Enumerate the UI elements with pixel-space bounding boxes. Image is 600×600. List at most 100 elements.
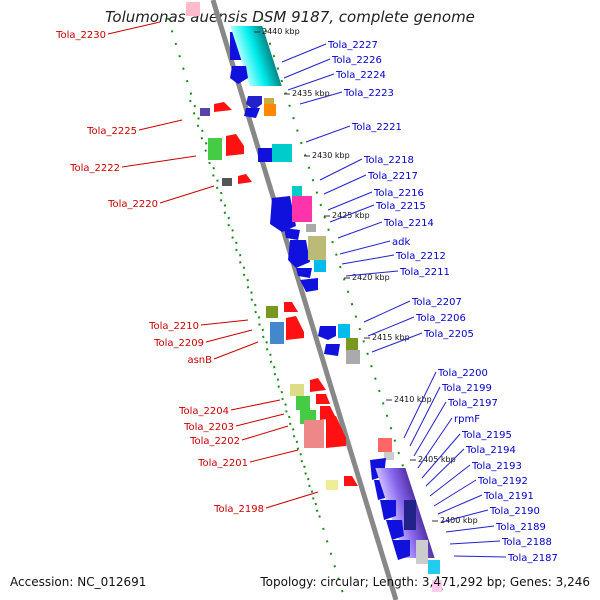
leader-line — [441, 509, 489, 523]
leader-line — [305, 125, 351, 143]
gene-label-forward: Tola_2198 — [213, 504, 264, 515]
forward-gene-labels: Tola_2230Tola_2225Tola_2222Tola_2220Tola… — [55, 30, 264, 515]
gene-label-reverse: Tola_2221 — [351, 122, 402, 133]
gene-label-forward: Tola_2204 — [178, 406, 229, 417]
gene-label-forward: Tola_2230 — [55, 30, 106, 41]
gene-label-forward: Tola_2222 — [69, 163, 120, 174]
leader-line — [235, 413, 285, 427]
gene-label-reverse: Tola_2217 — [367, 171, 418, 182]
leader-line — [413, 401, 447, 457]
leader-line — [409, 386, 441, 447]
leader-line — [319, 158, 363, 181]
gene-label-forward: Tola_2209 — [153, 338, 204, 349]
leader-line — [425, 448, 465, 487]
leader-line — [445, 525, 495, 533]
leader-line — [337, 221, 383, 239]
gene-label-forward: asnB — [187, 355, 212, 366]
gene-label-reverse: rpmF — [454, 414, 480, 425]
reverse-strand-features — [230, 26, 442, 592]
gene-label-reverse: Tola_2216 — [373, 188, 424, 199]
leader-line — [341, 254, 395, 265]
gene-label-reverse: Tola_2205 — [423, 329, 474, 340]
leader-line — [107, 21, 161, 35]
accession-text: Accession: NC_012691 — [10, 575, 146, 589]
gene-label-reverse: Tola_2199 — [441, 383, 492, 394]
kbp-tick-label: 2400 kbp — [440, 516, 478, 525]
leader-line — [265, 491, 319, 509]
leader-line — [339, 240, 391, 255]
leader-line — [200, 319, 249, 326]
leader-line — [371, 332, 423, 353]
gene-label-reverse: Tola_2191 — [483, 491, 534, 502]
leader-line — [327, 191, 373, 211]
genome-backbone — [210, 0, 399, 600]
kbp-tick-label: 2435 kbp — [292, 89, 330, 98]
gene-label-forward: Tola_2210 — [148, 321, 199, 332]
gene-label-reverse: Tola_2212 — [395, 251, 446, 262]
gene-label-reverse: Tola_2192 — [477, 476, 528, 487]
kbp-tick-label: 2415 kbp — [372, 333, 410, 342]
gene-label-forward: Tola_2220 — [107, 199, 158, 210]
gene-label-reverse: Tola_2218 — [363, 155, 414, 166]
leader-line — [417, 417, 453, 469]
leader-line — [433, 479, 477, 507]
leader-line — [367, 316, 415, 337]
gene-label-reverse: Tola_2223 — [343, 88, 394, 99]
leader-line — [453, 555, 507, 558]
gene-label-reverse: Tola_2207 — [411, 297, 462, 308]
gene-label-reverse: Tola_2200 — [437, 368, 488, 379]
gene-label-reverse: Tola_2187 — [507, 553, 558, 564]
gene-label-forward: Tola_2202 — [189, 436, 240, 447]
leader-line — [403, 371, 437, 439]
gene-label-reverse: Tola_2224 — [335, 70, 386, 81]
gene-label-reverse: Tola_2211 — [399, 267, 450, 278]
leader-line — [345, 270, 399, 277]
gene-label-reverse: adk — [392, 237, 410, 248]
leader-lines — [107, 21, 507, 558]
leader-line — [159, 185, 215, 204]
gene-label-forward: Tola_2201 — [197, 458, 248, 469]
leader-line — [299, 91, 343, 105]
gene-label-forward: Tola_2203 — [183, 422, 234, 433]
gene-label-reverse: Tola_2215 — [375, 201, 426, 212]
gene-label-reverse: Tola_2193 — [471, 461, 522, 472]
leader-line — [421, 433, 461, 479]
leader-line — [249, 449, 299, 463]
forward-strand-features — [186, 2, 358, 490]
leader-line — [121, 155, 197, 168]
leader-line — [283, 58, 331, 79]
leader-line — [437, 494, 483, 515]
leader-line — [449, 540, 501, 545]
leader-line — [287, 73, 335, 91]
leader-line — [205, 329, 253, 343]
kbp-tick-label: 2440 kbp — [262, 27, 300, 36]
gene-label-reverse: Tola_2190 — [489, 506, 540, 517]
gene-label-reverse: Tola_2189 — [495, 522, 546, 533]
topology-text: Topology: circular; Length: 3,471,292 bp… — [259, 575, 590, 589]
leader-line — [323, 174, 367, 195]
leader-line — [241, 425, 289, 441]
gene-label-reverse: Tola_2227 — [327, 40, 378, 51]
track-inner-left — [189, 99, 321, 521]
page-title: Tolumonas auensis DSM 9187, complete gen… — [105, 8, 475, 26]
gene-label-reverse: Tola_2206 — [415, 313, 466, 324]
kbp-tick-label: 2420 kbp — [352, 273, 390, 282]
kbp-tick-label: 2430 kbp — [312, 151, 350, 160]
leader-line — [329, 204, 375, 223]
reverse-gene-labels: Tola_2227Tola_2226Tola_2224Tola_2223Tola… — [327, 40, 558, 564]
kbp-tick-label: 2410 kbp — [394, 395, 432, 404]
gene-label-forward: Tola_2225 — [86, 126, 137, 137]
gene-label-reverse: Tola_2226 — [331, 55, 382, 66]
gene-label-reverse: Tola_2214 — [383, 218, 434, 229]
kbp-tick-label: 2405 kbp — [418, 455, 456, 464]
gene-label-reverse: Tola_2194 — [465, 445, 516, 456]
leader-line — [281, 43, 327, 63]
leader-line — [230, 399, 281, 411]
leader-line — [138, 119, 183, 131]
leader-line — [429, 464, 471, 497]
gene-label-reverse: Tola_2188 — [501, 537, 552, 548]
gene-label-reverse: Tola_2195 — [461, 430, 512, 441]
leader-line — [213, 341, 259, 360]
